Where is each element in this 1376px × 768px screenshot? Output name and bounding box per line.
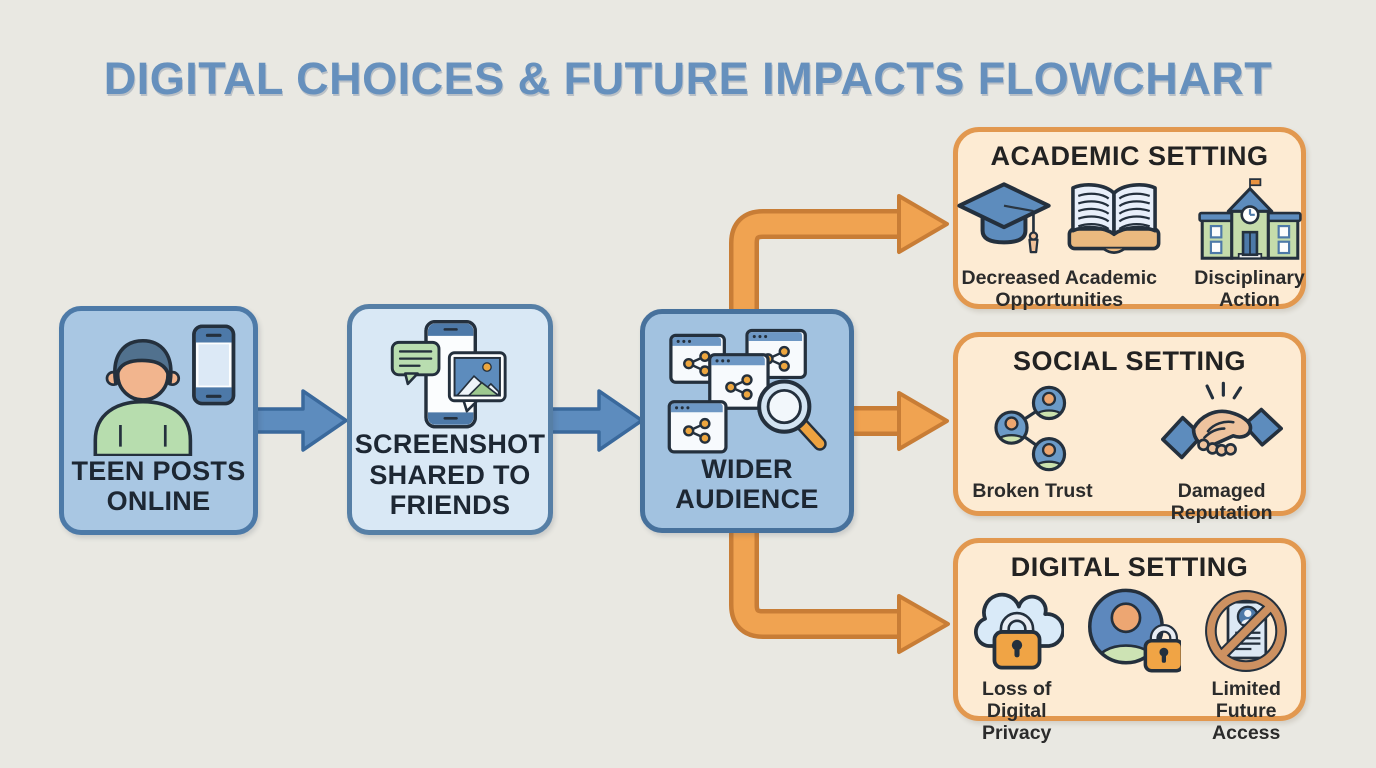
arrow-audience-academic-icon (729, 194, 949, 316)
node-wider-audience: WIDER AUDIENCE (640, 309, 854, 533)
consequence-disciplinary-action: Disciplinary Action (1194, 174, 1305, 312)
consequence-label: Disciplinary Action (1194, 267, 1305, 311)
consequence-user-locked (1085, 585, 1182, 679)
browser-share-search-icon (667, 328, 827, 454)
consequence-label: Limited Future Access (1211, 678, 1281, 744)
magnifier-icon (757, 379, 827, 451)
outcome-title: ACADEMIC SETTING (990, 141, 1269, 171)
school-building-icon (1197, 178, 1302, 260)
arrow-step1-step2-icon (254, 389, 348, 452)
node-screenshot-shared: SCREENSHOT SHARED TO FRIENDS (347, 304, 553, 535)
open-book-icon (1067, 183, 1161, 254)
outcome-academic-setting: ACADEMIC SETTING (953, 127, 1306, 312)
consequence-limited-access: Limited Future Access (1191, 585, 1301, 744)
outcome-title: SOCIAL SETTING (1012, 346, 1247, 376)
consequence-label: Decreased Academic Opportunities (961, 267, 1157, 311)
consequence-decreased-opportunities: Decreased Academic Opportunities (954, 174, 1164, 312)
handshake-icon (1160, 381, 1283, 460)
node-label: WIDER AUDIENCE (675, 453, 819, 514)
node-label: TEEN POSTS ONLINE (71, 455, 246, 516)
user-lock-icon (1088, 588, 1182, 673)
graduation-cap-icon (957, 182, 1051, 254)
consequence-label: Broken Trust (972, 480, 1093, 502)
node-teen-posts-online: TEEN POSTS ONLINE (59, 306, 258, 535)
phone-chat-image-icon (390, 319, 507, 429)
outcome-digital-setting: DIGITAL SETTING Loss of Digital Privacy (953, 538, 1306, 744)
teen-with-phone-icon (93, 324, 235, 456)
arrow-audience-digital-icon (729, 528, 950, 654)
people-network-icon (993, 385, 1066, 472)
consequence-label: Loss of Digital Privacy (982, 678, 1052, 744)
consequence-label: Damaged Reputation (1170, 480, 1273, 524)
blocked-document-icon (1205, 590, 1288, 672)
consequence-loss-of-privacy: Loss of Digital Privacy (958, 585, 1075, 744)
consequence-damaged-reputation: Damaged Reputation (1157, 379, 1287, 525)
arrow-audience-social-icon (849, 391, 949, 451)
page-title: DIGITAL CHOICES & FUTURE IMPACTS FLOWCHA… (103, 53, 1273, 104)
outcome-social-setting: SOCIAL SETTING (953, 332, 1306, 524)
arrow-step2-step3-icon (549, 389, 644, 452)
consequence-broken-trust: Broken Trust (972, 379, 1093, 503)
cloud-lock-icon (973, 592, 1064, 670)
outcome-title: DIGITAL SETTING (1010, 552, 1249, 582)
node-label: SCREENSHOT SHARED TO FRIENDS (354, 429, 546, 520)
